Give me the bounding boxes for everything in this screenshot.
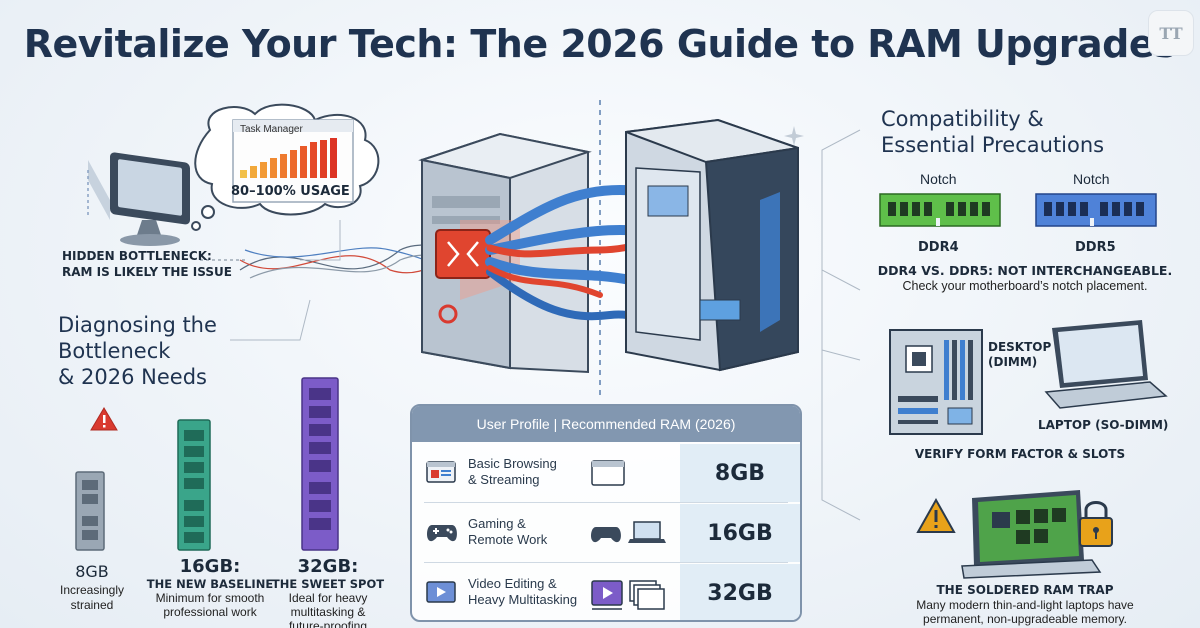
laptop-motherboard-icon — [961, 490, 1102, 579]
diagnosing-heading-line2: Bottleneck — [58, 339, 171, 363]
lock-icon — [1079, 501, 1113, 547]
bottleneck-caption-line1: HIDDEN BOTTLENECK: — [62, 249, 212, 263]
table-row: Gaming & Remote Work 16GB — [412, 504, 800, 562]
new-pc-icon — [625, 118, 799, 372]
profile-label: Basic Browsing & Streaming — [468, 456, 557, 488]
sparkle-icon — [784, 126, 804, 146]
soldered-description-line2: permanent, non-upgradeable memory. — [923, 612, 1127, 626]
profile-label-line1: Gaming & — [468, 516, 526, 531]
compat-heading-line1: Compatibility & — [881, 107, 1044, 131]
profile-label-line2: & Streaming — [468, 472, 540, 487]
desktop-label-line1: DESKTOP — [988, 340, 1052, 354]
ram-stick-16gb-icon — [177, 419, 211, 551]
soldered-ram-illustration — [916, 490, 1113, 579]
motherboard-icon — [889, 329, 983, 435]
stick-32gb-tag: THE SWEET SPOT — [271, 577, 385, 591]
diagnosing-heading: Diagnosing the Bottleneck & 2026 Needs — [58, 312, 217, 390]
stick-32gb-desc-line3: future-proofing — [288, 619, 368, 628]
table-header: User Profile | Recommended RAM (2026) — [412, 406, 800, 442]
stick-16gb-desc-line2: professional work — [163, 605, 257, 619]
profile-label-line1: Video Editing & — [468, 576, 557, 591]
notch-label-ddr4: Notch — [920, 171, 957, 187]
laptop-label: LAPTOP (SO-DIMM) — [1038, 418, 1169, 432]
stick-8gb-desc-line2: strained — [70, 598, 114, 612]
table-row: Video Editing & Heavy Multitasking 32GB — [412, 564, 800, 620]
stick-16gb-tag: THE NEW BASELINE — [146, 577, 274, 591]
stick-32gb-size: 32GB: — [297, 556, 359, 577]
ddr4-label: DDR4 — [918, 240, 959, 255]
bottleneck-caption-line2: RAM IS LIKELY THE ISSUE — [62, 265, 232, 279]
bottleneck-caption: HIDDEN BOTTLENECK: RAM IS LIKELY THE ISS… — [62, 248, 232, 280]
gamepad-icon — [427, 525, 457, 542]
stick-8gb-desc-line1: Increasingly — [59, 583, 125, 597]
warning-icon — [916, 497, 956, 533]
stick-16gb-caption: 16GB: THE NEW BASELINE Minimum for smoot… — [140, 556, 280, 619]
ram-stick-32gb-icon — [301, 377, 339, 551]
ddr-modules-illustration — [879, 193, 1157, 227]
laptop-icon — [1044, 320, 1168, 409]
soldered-caption: THE SOLDERED RAM TRAP — [936, 583, 1114, 597]
desktop-label: DESKTOP (DIMM) — [988, 340, 1051, 370]
profile-label-line2: Heavy Multitasking — [468, 592, 578, 607]
soldered-description-line1: Many modern thin-and-light laptops have — [916, 598, 1134, 612]
ddr4-module-icon — [879, 193, 1001, 227]
monitor-icon — [87, 152, 190, 246]
form-factor-caption: VERIFY FORM FACTOR & SLOTS — [914, 447, 1126, 461]
usage-bars-icon — [240, 138, 337, 178]
stick-8gb-size: 8GB — [75, 562, 109, 581]
task-manager-label: Task Manager — [240, 124, 303, 135]
recommendation-table: User Profile | Recommended RAM (2026) Ba… — [410, 404, 802, 622]
compat-heading-line2: Essential Precautions — [881, 133, 1105, 157]
profile-label-line1: Basic Browsing — [468, 456, 557, 471]
row-divider — [424, 562, 788, 563]
profile-label-line2: Remote Work — [468, 532, 548, 547]
stick-16gb-desc-line1: Minimum for smooth — [155, 591, 265, 605]
gamepad-laptop-icon — [591, 521, 666, 543]
ddr-caption: DDR4 VS. DDR5: NOT INTERCHANGEABLE. — [877, 263, 1173, 278]
page-title: Revitalize Your Tech: The 2026 Guide to … — [23, 22, 1177, 66]
browser-icon — [426, 461, 456, 483]
profile-label: Gaming & Remote Work — [468, 516, 547, 548]
ddr5-label: DDR5 — [1075, 240, 1116, 255]
diagnosing-heading-line3: & 2026 Needs — [58, 365, 207, 389]
diagnosing-heading-line1: Diagnosing the — [58, 313, 217, 337]
form-factor-illustration — [889, 320, 1168, 435]
desktop-label-line2: (DIMM) — [988, 355, 1038, 369]
brand-logo: TT — [1148, 10, 1194, 56]
warning-icon — [90, 407, 118, 431]
stick-32gb-desc-line2: multitasking & — [290, 605, 366, 619]
ram-sticks-illustration — [75, 377, 339, 551]
stick-8gb-caption: 8GB Increasingly strained — [52, 562, 132, 613]
pc-comparison-illustration — [418, 118, 799, 374]
table-row: Basic Browsing & Streaming 8GB — [412, 444, 800, 502]
stick-32gb-desc-line1: Ideal for heavy — [288, 591, 368, 605]
ram-stick-8gb-icon — [75, 471, 105, 551]
profile-label: Video Editing & Heavy Multitasking — [468, 576, 577, 608]
bottleneck-chip-icon — [435, 229, 491, 279]
row-divider — [424, 502, 788, 503]
video-editing-icon — [591, 580, 665, 610]
notch-label-ddr5: Notch — [1073, 171, 1110, 187]
ddr5-module-icon — [1035, 193, 1157, 227]
stick-16gb-size: 16GB: — [179, 556, 241, 577]
browser-window-icon — [591, 460, 625, 486]
bottleneck-illustration — [87, 103, 451, 279]
usage-label: 80–100% USAGE — [231, 184, 350, 199]
ram-value: 8GB — [680, 444, 800, 502]
compat-heading: Compatibility & Essential Precautions — [881, 106, 1104, 158]
ddr-subcaption: Check your motherboard’s notch placement… — [902, 279, 1148, 293]
ram-value: 16GB — [680, 504, 800, 562]
ram-value: 32GB — [680, 564, 800, 620]
soldered-description: Many modern thin-and-light laptops have … — [870, 598, 1180, 626]
stick-32gb-caption: 32GB: THE SWEET SPOT Ideal for heavy mul… — [268, 556, 388, 628]
video-icon — [426, 581, 456, 603]
